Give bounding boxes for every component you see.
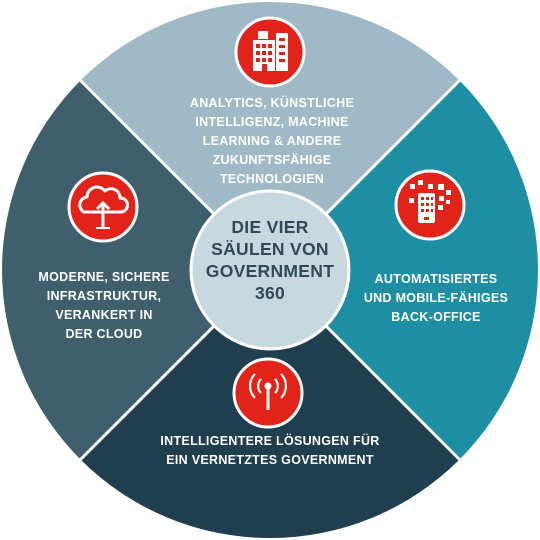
segment-left	[2, 80, 270, 460]
center-hub	[189, 189, 351, 351]
mobile-apps-icon	[394, 169, 466, 241]
building-icon	[234, 16, 306, 88]
segment-right-label: AUTOMATISIERTES UND MOBILE-FÄHIGES BACK-…	[363, 272, 509, 324]
segment-top-label: ANALYTICS, KÜNSTLICHE INTELLIGENZ, MACHI…	[189, 96, 355, 186]
segment-right	[270, 80, 538, 460]
center-title: DIE VIER SÄULEN VON GOVERNMENT 360	[205, 217, 335, 303]
segment-left-label: MODERNE, SICHERE INFRASTRUKTUR, VERANKER…	[38, 270, 170, 341]
segment-top	[80, 2, 460, 271]
cloud-upload-icon	[67, 171, 139, 243]
segment-bottom-label: INTELLIGENTERE LÖSUNGEN FÜR EIN VERNETZT…	[160, 434, 380, 467]
antenna-icon	[232, 357, 304, 429]
